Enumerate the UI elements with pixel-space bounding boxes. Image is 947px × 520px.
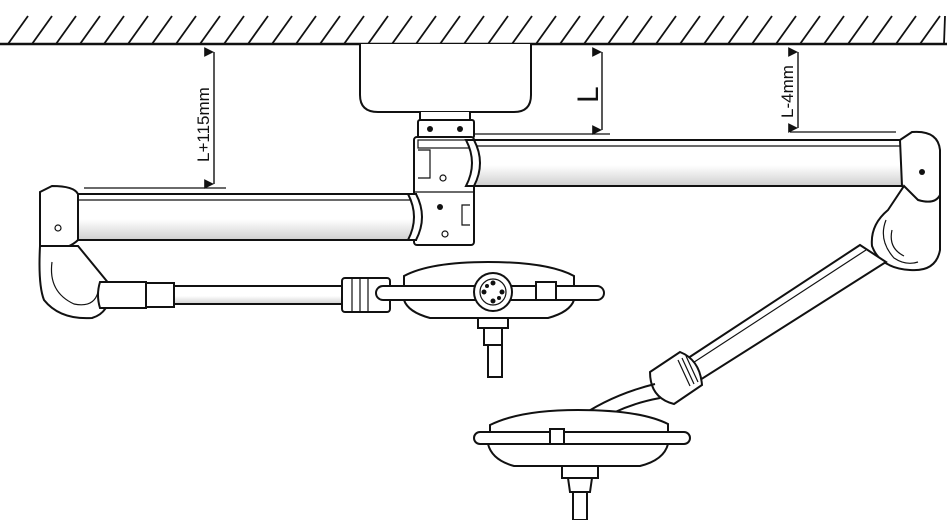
hatch-line — [535, 15, 557, 45]
hatch-line — [703, 15, 725, 45]
hatch-line — [439, 15, 461, 45]
hatch-line — [31, 15, 53, 45]
dimension-right: L-4mm — [778, 47, 896, 133]
hatch-line — [823, 15, 845, 45]
dimension-left-label: L+115mm — [194, 87, 213, 162]
hatch-line — [127, 15, 149, 45]
upper-lamp-head — [402, 260, 576, 378]
hatch-line — [559, 15, 581, 45]
hatch-line — [871, 15, 893, 45]
hatch-line — [847, 15, 869, 45]
hatch-line — [343, 15, 365, 45]
hatch-line — [247, 15, 269, 45]
hatch-line — [7, 15, 29, 45]
hatch-line — [487, 15, 509, 45]
hatch-line — [223, 15, 245, 45]
hatch-line — [79, 15, 101, 45]
hatch-line — [631, 15, 653, 45]
hatch-line — [799, 15, 821, 45]
hatch-line — [583, 15, 605, 45]
hatch-line — [679, 15, 701, 45]
hatch-line — [607, 15, 629, 45]
hatch-line — [463, 15, 485, 45]
right-elbow-joint — [870, 130, 941, 272]
hatch-line — [775, 15, 797, 45]
hatch-line — [199, 15, 221, 45]
ceiling-hatching — [7, 15, 946, 45]
hatch-line — [103, 15, 125, 45]
hatch-line — [319, 15, 341, 45]
hatch-line — [151, 15, 173, 45]
dimension-center-label: L — [572, 86, 605, 103]
hatch-line — [175, 15, 197, 45]
dimension-right-label: L-4mm — [778, 65, 797, 118]
hatch-line — [271, 15, 293, 45]
hatch-line — [511, 15, 533, 45]
ceiling-mount — [359, 44, 532, 139]
lower-lamp-head — [473, 408, 691, 520]
upper-arm-tube — [464, 139, 905, 187]
hatch-line — [367, 15, 389, 45]
hatch-line — [919, 15, 941, 45]
lower-arm-tube — [73, 193, 423, 241]
dimension-left: L+115mm — [84, 47, 226, 189]
left-elbow-joint — [38, 184, 112, 320]
hatch-line — [751, 15, 773, 45]
hatch-line — [727, 15, 749, 45]
ceiling — [0, 15, 947, 46]
hatch-line — [55, 15, 77, 45]
dimension-center: L — [474, 47, 610, 135]
central-hub — [413, 136, 475, 246]
hatch-line — [415, 15, 437, 45]
hatch-line — [895, 15, 917, 45]
hatch-line — [391, 15, 413, 45]
diagonal-spring-arm — [574, 243, 888, 425]
hatch-line — [655, 15, 677, 45]
hatch-line — [943, 15, 946, 45]
hatch-line — [295, 15, 317, 45]
